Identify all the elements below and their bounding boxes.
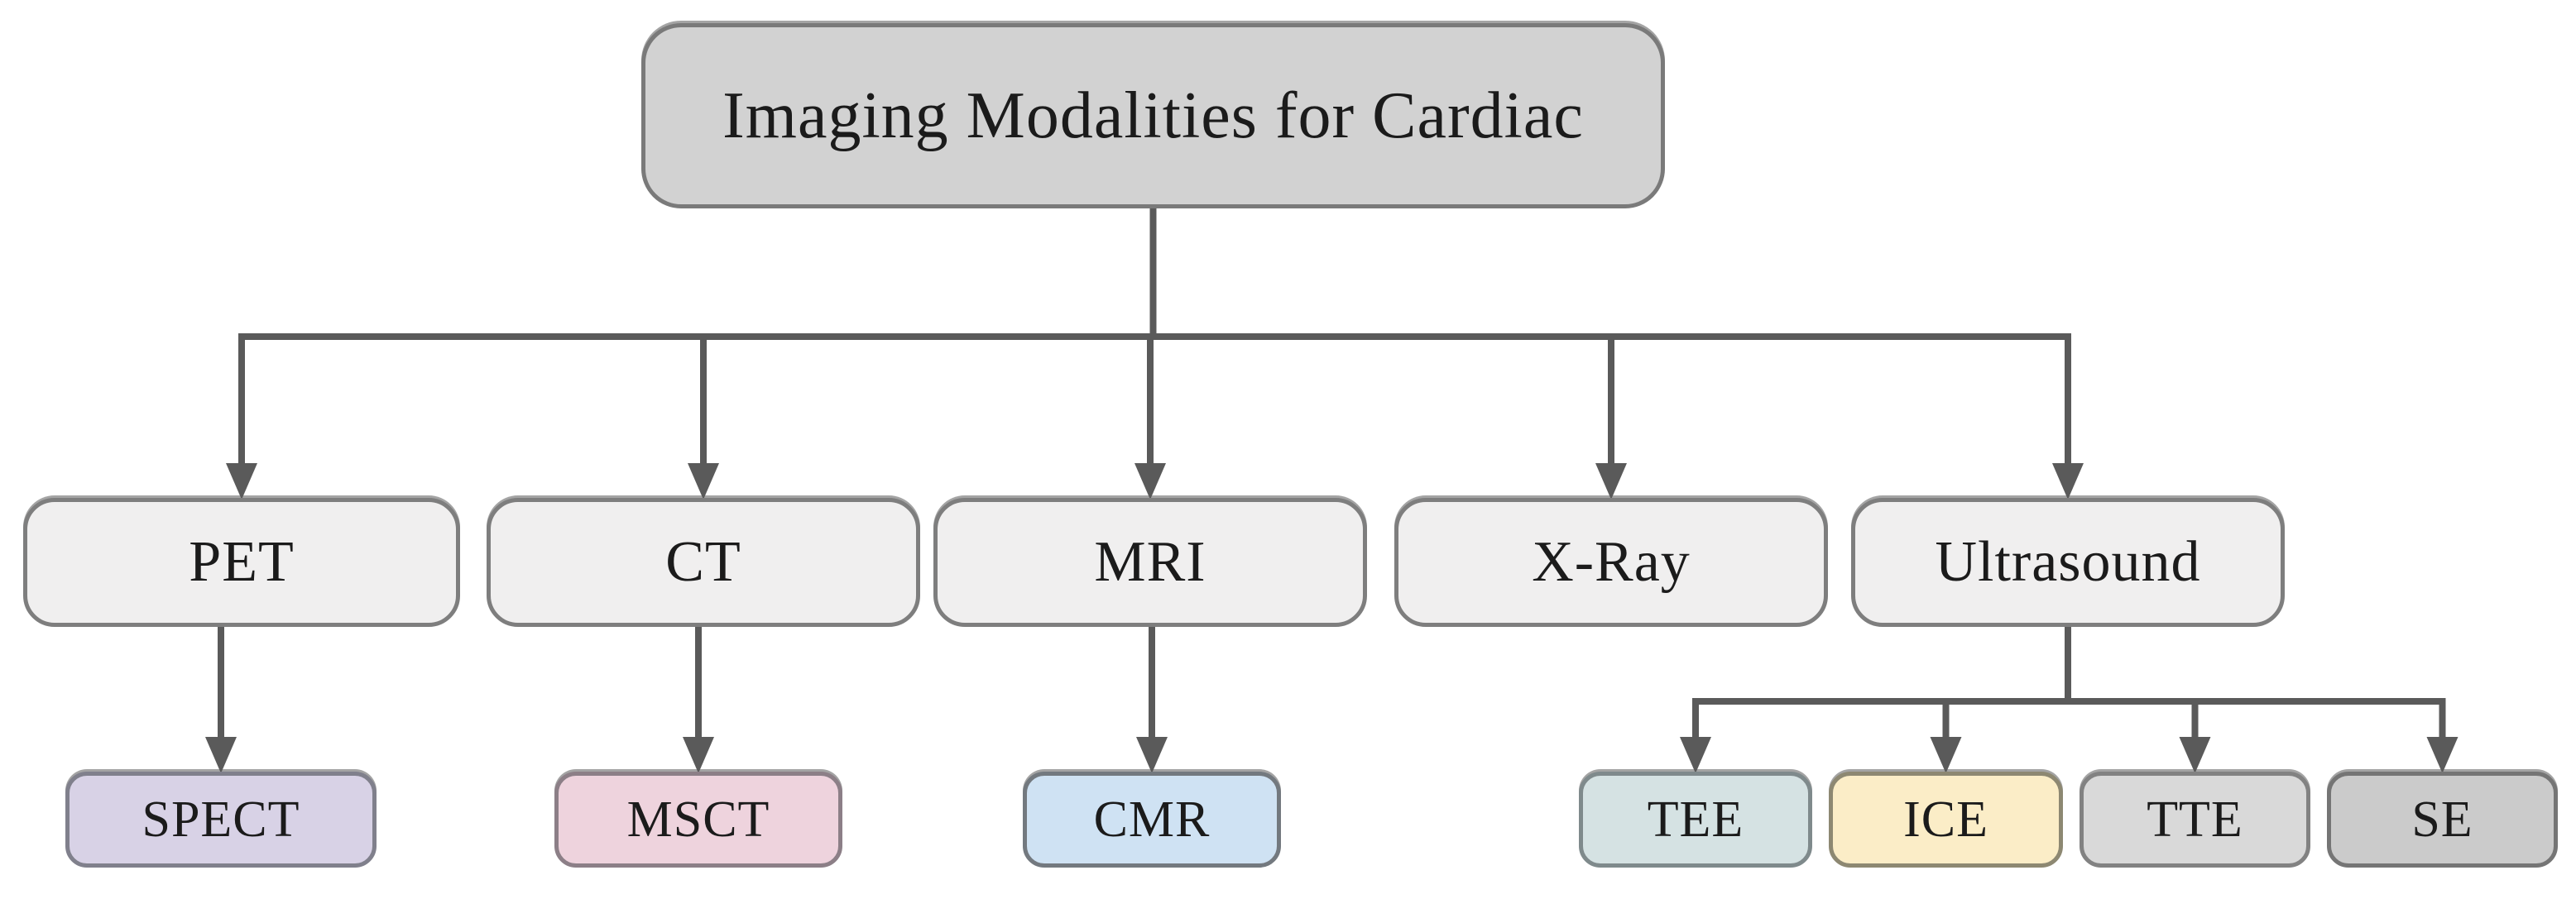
node-ice: ICE <box>1829 772 2063 868</box>
node-xray: X-Ray <box>1394 498 1828 627</box>
node-root: Imaging Modalities for Cardiac <box>641 23 1665 208</box>
node-tte: TTE <box>2080 772 2310 868</box>
node-ultrasound: Ultrasound <box>1851 498 2285 627</box>
node-spect: SPECT <box>65 772 377 868</box>
node-pet: PET <box>23 498 460 627</box>
node-ct: CT <box>487 498 920 627</box>
node-cmr: CMR <box>1023 772 1281 868</box>
node-msct: MSCT <box>554 772 842 868</box>
node-se: SE <box>2327 772 2558 868</box>
node-tee: TEE <box>1579 772 1812 868</box>
node-mri: MRI <box>933 498 1367 627</box>
